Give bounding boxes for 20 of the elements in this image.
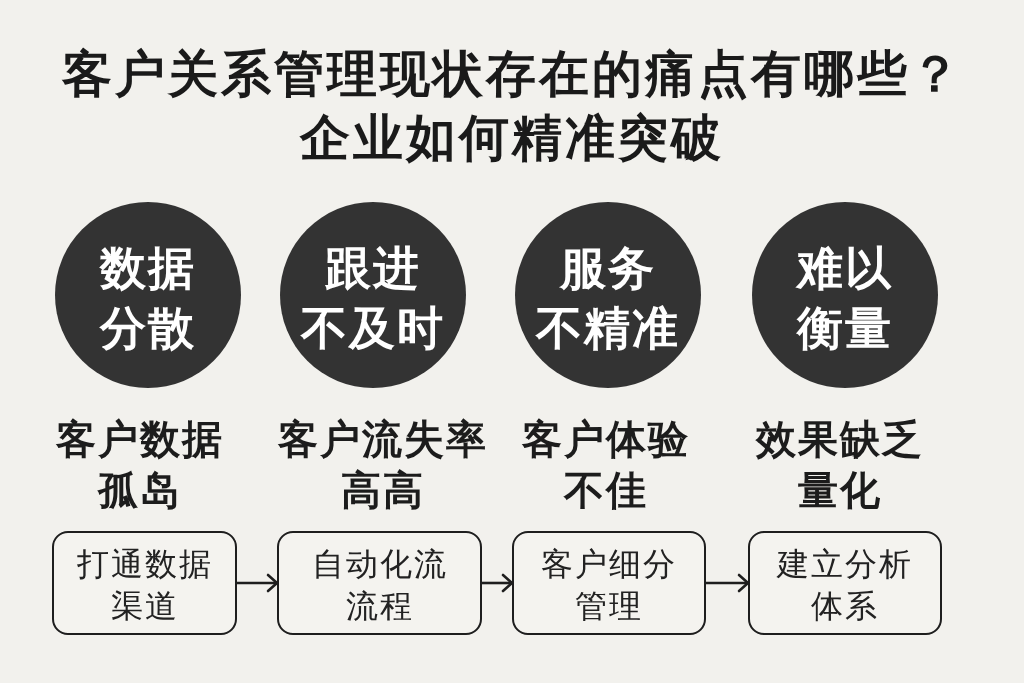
box-text: 客户细分管理 (540, 544, 678, 627)
box-text: 打通数据渠道 (75, 544, 214, 627)
circle-text: 服务不精准 (536, 240, 680, 357)
node-label: 客户体验不佳 (521, 415, 691, 515)
box-text: 建立分析体系 (775, 544, 914, 627)
circle-text: 跟进不及时 (301, 240, 445, 357)
process-box (748, 531, 942, 635)
process-box (52, 531, 237, 635)
node-label: 效果缺乏量化 (754, 415, 925, 515)
arrow (706, 573, 750, 593)
title: 客户关系管理现状存在的痛点有哪些？企业如何精准突破 (60, 44, 964, 169)
process-box (512, 531, 706, 635)
box-text: 自动化流流程 (310, 544, 449, 627)
circle-text: 难以衡量 (797, 240, 893, 357)
arrow (482, 573, 514, 593)
node-label: 客户流失率高高 (277, 415, 489, 515)
circle-text: 数据分散 (100, 240, 196, 357)
node-label: 客户数据孤岛 (55, 415, 225, 515)
arrow (237, 573, 279, 593)
process-box (277, 531, 482, 635)
